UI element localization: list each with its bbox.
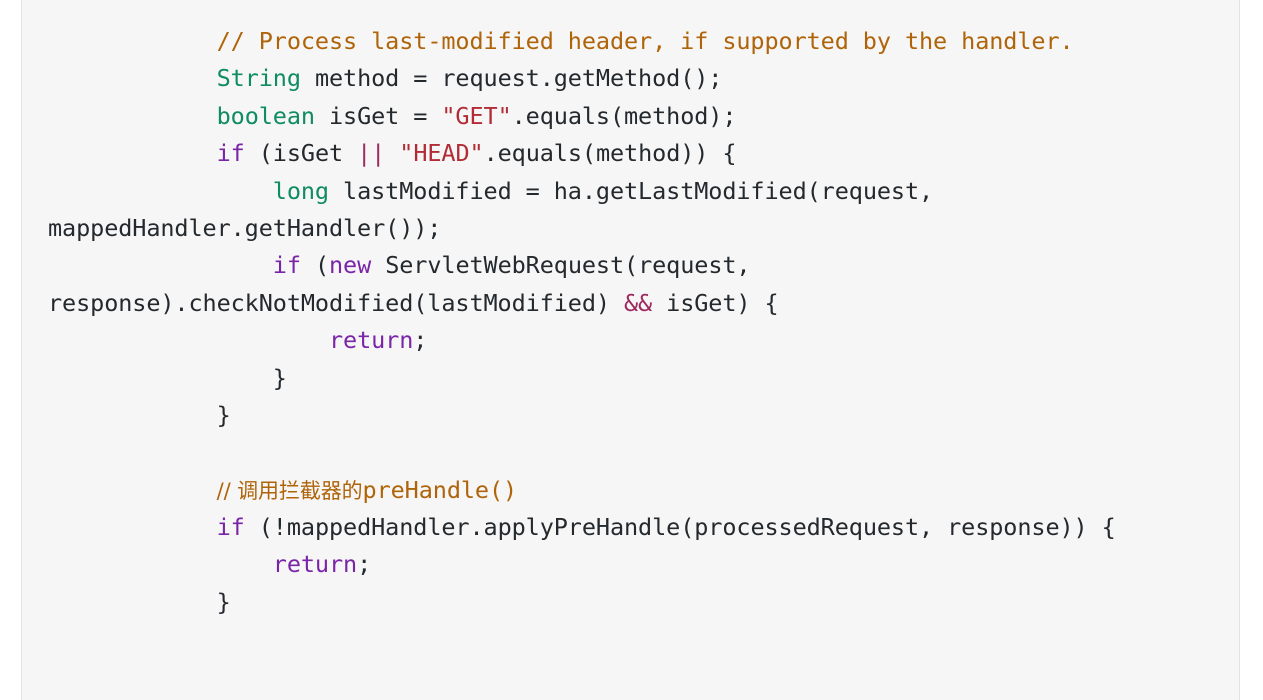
code-line-3: boolean isGet = "GET".equals(method); — [48, 98, 1116, 135]
code-text: (isGet — [244, 139, 358, 168]
code-text: isGet = — [314, 101, 442, 130]
code-brace: } — [272, 363, 287, 392]
code-text: .equals(method)) { — [483, 139, 737, 168]
code-keyword: if — [216, 513, 245, 542]
code-line-16: } — [48, 584, 1116, 621]
code-comment: // 调用拦截器的 — [216, 478, 363, 503]
code-line-13: // 调用拦截器的preHandle() — [48, 472, 1116, 509]
code-brace: } — [216, 400, 231, 429]
code-text: lastModified = ha.getLastModified(reques… — [328, 176, 934, 205]
code-operator: || — [357, 139, 386, 168]
code-line-1: // Process last-modified header, if supp… — [48, 23, 1116, 60]
code-keyword: new — [329, 251, 372, 280]
code-operator: && — [623, 288, 653, 317]
code-text: ( — [300, 251, 329, 280]
code-line-10: } — [48, 360, 1116, 397]
code-text: (!mappedHandler.applyPreHandle(processed… — [244, 513, 1116, 542]
code-string-literal: "GET" — [441, 101, 512, 130]
code-type-keyword: boolean — [216, 101, 315, 130]
code-line-6: mappedHandler.getHandler()); — [48, 210, 1116, 247]
code-text: ; — [413, 326, 428, 355]
code-line-4: if (isGet || "HEAD".equals(method)) { — [48, 135, 1116, 172]
code-line-12 — [48, 434, 1116, 471]
code-keyword: if — [272, 251, 301, 280]
code-keyword: return — [272, 550, 358, 579]
code-line-2: String method = request.getMethod(); — [48, 60, 1116, 97]
code-type-keyword: long — [272, 176, 329, 205]
code-content: // Process last-modified header, if supp… — [48, 23, 1116, 621]
code-text: isGet) { — [652, 288, 779, 317]
code-line-15: return; — [48, 546, 1116, 583]
code-line-8: response).checkNotModified(lastModified)… — [48, 285, 1116, 322]
code-comment: // Process last-modified header, if supp… — [216, 27, 1074, 55]
code-text: ; — [357, 550, 372, 579]
code-text: .equals(method); — [511, 101, 737, 130]
code-brace: } — [216, 587, 231, 616]
code-text: ServletWebRequest(request, — [371, 251, 751, 280]
code-text: method = request.getMethod(); — [300, 64, 723, 93]
code-line-11: } — [48, 397, 1116, 434]
code-keyword: return — [328, 326, 414, 355]
code-line-5: long lastModified = ha.getLastModified(r… — [48, 173, 1116, 210]
code-text: response).checkNotModified(lastModified) — [48, 288, 624, 317]
code-comment: preHandle() — [362, 475, 518, 504]
code-line-7: if (new ServletWebRequest(request, — [48, 247, 1116, 284]
code-line-9: return; — [48, 322, 1116, 359]
code-type-keyword: String — [216, 64, 301, 93]
code-string-literal: "HEAD" — [399, 139, 484, 168]
code-block: // Process last-modified header, if supp… — [21, 0, 1240, 700]
code-keyword: if — [216, 139, 245, 168]
code-line-14: if (!mappedHandler.applyPreHandle(proces… — [48, 509, 1116, 546]
code-text: mappedHandler.getHandler()); — [48, 213, 442, 242]
